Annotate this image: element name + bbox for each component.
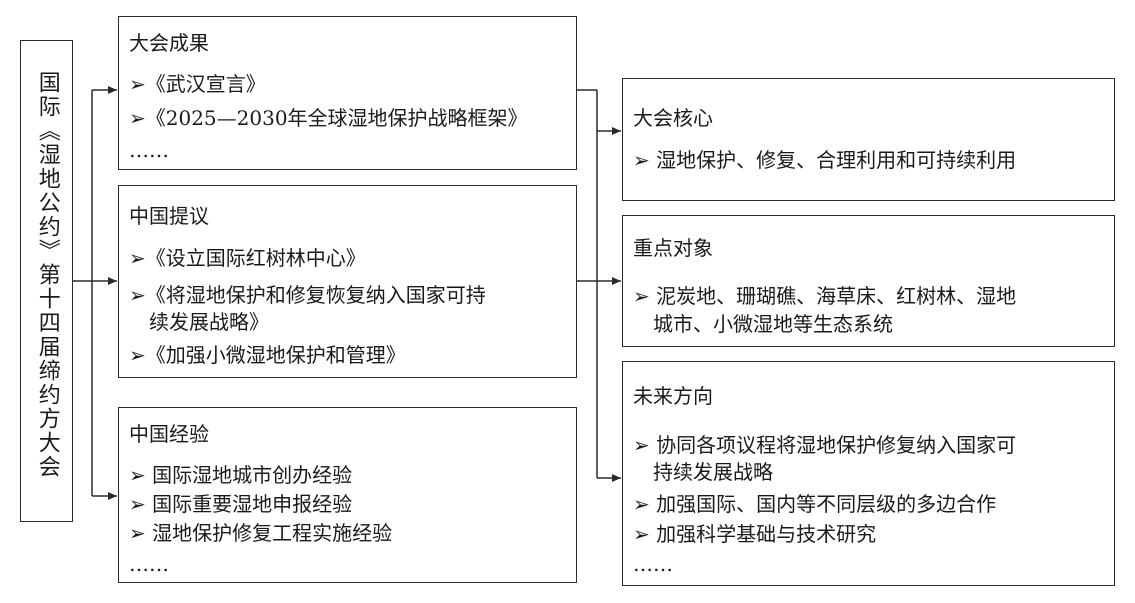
proposals-item-continued: 续发展战略》 — [149, 310, 269, 334]
outcomes-item: ➢《武汉宣言》 — [129, 72, 266, 96]
focus-item-continued: 城市、小微湿地等生态系统 — [653, 312, 893, 336]
outcomes-ellipsis: …… — [129, 138, 169, 162]
proposals-item: ➢《将湿地保护和修复恢复纳入国家可持 — [129, 283, 486, 307]
future-item-continued: 持续发展战略 — [653, 460, 773, 484]
outcomes-item: ➢《2025—2030年全球湿地保护战略框架》 — [129, 106, 528, 130]
outcomes-title: 大会成果 — [129, 31, 209, 55]
future-item: ➢ 协同各项议程将湿地保护修复纳入国家可 — [633, 433, 1017, 457]
experience-item: ➢ 国际重要湿地申报经验 — [129, 492, 353, 516]
focus-title: 重点对象 — [633, 236, 713, 260]
experience-box: 中国经验 ➢ 国际湿地城市创办经验 ➢ 国际重要湿地申报经验 ➢ 湿地保护修复工… — [118, 407, 577, 583]
future-ellipsis: …… — [633, 552, 673, 576]
future-box: 未来方向 ➢ 协同各项议程将湿地保护修复纳入国家可 持续发展战略 ➢ 加强国际、… — [622, 361, 1115, 586]
outcomes-box: 大会成果 ➢《武汉宣言》 ➢《2025—2030年全球湿地保护战略框架》 …… — [118, 16, 577, 170]
proposals-title: 中国提议 — [129, 204, 209, 228]
focus-box: 重点对象 ➢ 泥炭地、珊瑚礁、海草床、红树林、湿地 城市、小微湿地等生态系统 — [622, 215, 1115, 347]
main-title-box: 国际《湿地公约》第十四届缔约方大会 — [20, 40, 73, 522]
core-title: 大会核心 — [633, 106, 713, 130]
experience-title: 中国经验 — [129, 422, 209, 446]
main-title: 国际《湿地公约》第十四届缔约方大会 — [34, 71, 60, 479]
proposals-box: 中国提议 ➢《设立国际红树林中心》 ➢《将湿地保护和修复恢复纳入国家可持 续发展… — [118, 185, 577, 378]
experience-item: ➢ 湿地保护修复工程实施经验 — [129, 521, 393, 545]
future-title: 未来方向 — [633, 384, 713, 408]
core-item: ➢ 湿地保护、修复、合理利用和可持续利用 — [633, 148, 1017, 172]
future-item: ➢ 加强国际、国内等不同层级的多边合作 — [633, 492, 997, 516]
core-box: 大会核心 ➢ 湿地保护、修复、合理利用和可持续利用 — [622, 78, 1115, 201]
focus-item: ➢ 泥炭地、珊瑚礁、海草床、红树林、湿地 — [633, 284, 1017, 308]
proposals-item: ➢《设立国际红树林中心》 — [129, 246, 366, 270]
proposals-item: ➢《加强小微湿地保护和管理》 — [129, 343, 406, 367]
future-item: ➢ 加强科学基础与技术研究 — [633, 522, 877, 546]
experience-item: ➢ 国际湿地城市创办经验 — [129, 463, 353, 487]
experience-ellipsis: …… — [129, 552, 169, 576]
